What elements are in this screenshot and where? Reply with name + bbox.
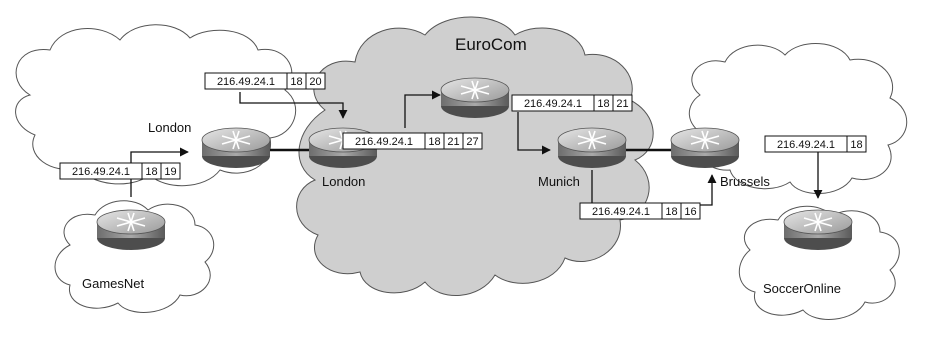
- router-brussels-icon: [670, 127, 740, 168]
- router-label-munich: Munich: [538, 174, 580, 189]
- tag-text-label-2: 21: [616, 98, 628, 110]
- arrow-london-to-eurocom: [239, 92, 348, 119]
- arrow-gamesnet-to-london: [130, 147, 189, 197]
- tag-text-prefix: 216.49.24.1: [217, 76, 275, 88]
- tag-text-prefix: 216.49.24.1: [592, 206, 650, 218]
- label-stack-london-core-out: 216.49.24.1 18 21 27: [342, 132, 483, 150]
- label-stack-brussels-to-socceronline: 216.49.24.1 18: [764, 135, 867, 153]
- router-london-edge-icon: [201, 127, 271, 168]
- tag-text-label-1: 18: [290, 76, 302, 88]
- router-socceronline-icon: [783, 209, 853, 250]
- network-label-socceronline: SoccerOnline: [763, 281, 841, 296]
- tag-text-label-2: 20: [309, 76, 321, 88]
- tag-text-label-2: 21: [447, 136, 459, 148]
- tag-text-prefix: 216.49.24.1: [777, 139, 835, 151]
- router-label-brussels: Brussels: [720, 174, 770, 189]
- network-label-eurocom: EuroCom: [455, 35, 527, 54]
- label-stack-core-to-munich: 216.49.24.1 18 21: [511, 94, 633, 112]
- flow-arrows: [130, 90, 823, 206]
- cloud-eurocom: [296, 16, 654, 296]
- network-label-gamesnet: GamesNet: [82, 276, 145, 291]
- arrow-core-to-munich: [517, 112, 551, 155]
- label-stack-munich-to-brussels: 216.49.24.1 18 16: [579, 202, 701, 220]
- tag-text-prefix: 216.49.24.1: [355, 136, 413, 148]
- tag-cell-label-3: [462, 132, 483, 150]
- tag-text-label-1: 18: [850, 139, 862, 151]
- cloud-socceronline: [738, 205, 900, 320]
- tag-text-label-2: 16: [684, 206, 696, 218]
- tag-cell-label-2: [305, 72, 326, 90]
- tag-cell-label-2: [160, 162, 181, 180]
- router-label-london-edge: London: [148, 120, 191, 135]
- tag-text-label-1: 18: [597, 98, 609, 110]
- cloud-gamesnet: [54, 200, 215, 313]
- tag-text-prefix: 216.49.24.1: [524, 98, 582, 110]
- arrow-london-core-to-core: [404, 90, 441, 128]
- router-munich-icon: [557, 127, 627, 168]
- cloud-brussels-access: [688, 43, 908, 194]
- tag-cell-label-1: [846, 135, 867, 153]
- tag-text-label-1: 18: [665, 206, 677, 218]
- label-stack-gamesnet-to-london: 216.49.24.1 18 19: [59, 162, 181, 180]
- tag-text-label-1: 18: [428, 136, 440, 148]
- router-gamesnet-icon: [96, 209, 166, 250]
- router-core-icon: [440, 77, 510, 118]
- tag-text-label-1: 18: [145, 166, 157, 178]
- tag-text-prefix: 216.49.24.1: [72, 166, 130, 178]
- tag-text-label-3: 27: [466, 136, 478, 148]
- label-stack-london-to-eurocom: 216.49.24.1 18 20: [204, 72, 326, 90]
- tag-cell-label-2: [680, 202, 701, 220]
- tag-cell-label-2: [612, 94, 633, 112]
- router-label-london-core: London: [322, 174, 365, 189]
- tag-text-label-2: 19: [164, 166, 176, 178]
